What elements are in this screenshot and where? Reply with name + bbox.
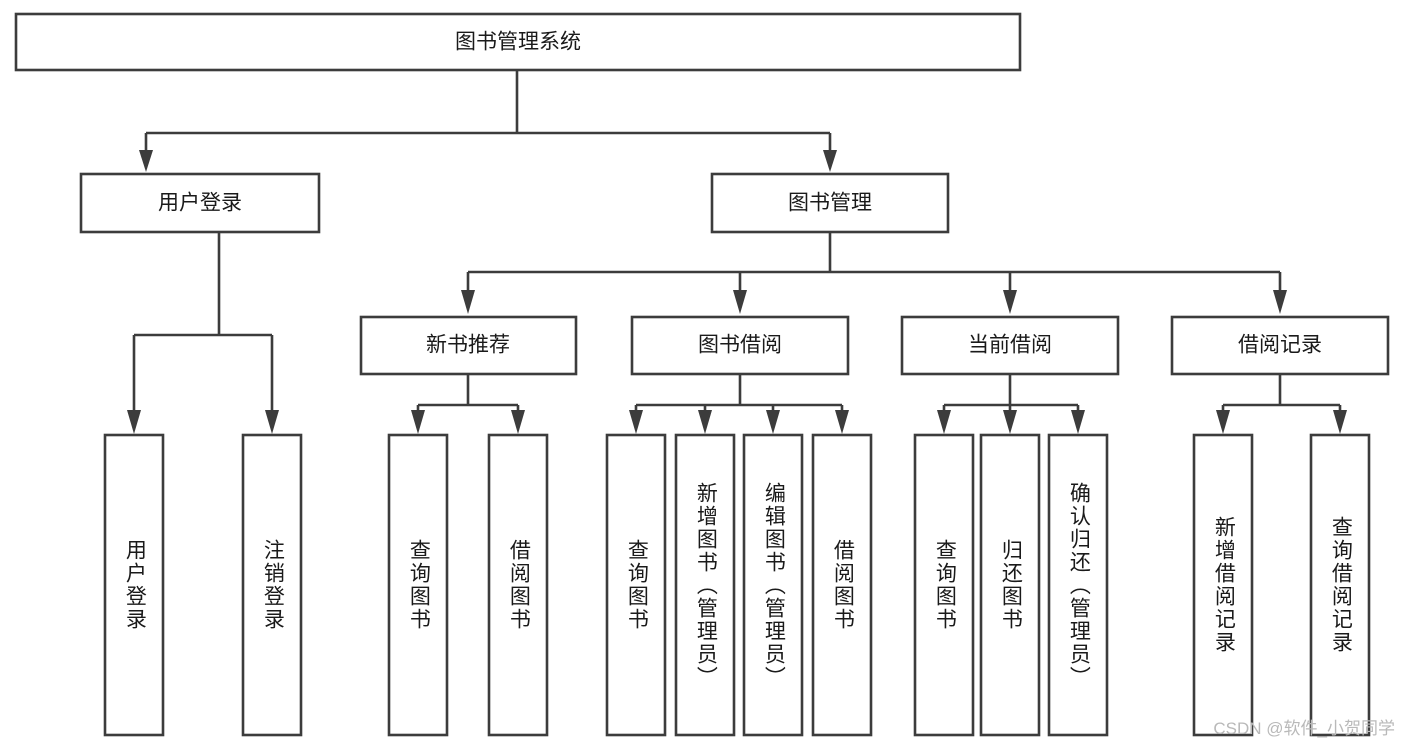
node-leaf-new-book-1[interactable] xyxy=(487,433,549,737)
arrowhead-level3-2 xyxy=(733,290,747,314)
arrowhead-userlogin-leaf-1 xyxy=(127,410,141,434)
node-leaf-user-login-0[interactable] xyxy=(103,433,165,737)
node-book-borrow[interactable] xyxy=(630,315,850,376)
node-root-label: 图书管理系统 xyxy=(455,31,581,54)
node-current-borrow-label: 当前借阅 xyxy=(968,334,1052,357)
node-leaf-user-login-1[interactable] xyxy=(241,433,303,737)
node-leaf-book-borrow-1[interactable] xyxy=(674,433,736,737)
arrowhead-user-login xyxy=(139,150,153,172)
node-new-book-recommend-label: 新书推荐 xyxy=(426,334,510,357)
node-book-manage[interactable] xyxy=(710,172,950,234)
node-book-borrow-label: 图书借阅 xyxy=(698,334,782,357)
arrowhead-borrow-leaf-1 xyxy=(629,410,643,434)
arrowhead-level3-4 xyxy=(1273,290,1287,314)
node-leaf-new-book-0[interactable] xyxy=(387,433,449,737)
arrowhead-newbook-leaf-1 xyxy=(411,410,425,434)
node-user-login[interactable] xyxy=(79,172,321,234)
arrowhead-current-leaf-2 xyxy=(1003,410,1017,434)
node-new-book-recommend[interactable] xyxy=(359,315,578,376)
node-leaf-current-borrow-1[interactable] xyxy=(979,433,1041,737)
arrowhead-borrow-leaf-3 xyxy=(766,410,780,434)
node-leaf-borrow-record-1[interactable] xyxy=(1309,433,1371,737)
node-borrow-record[interactable] xyxy=(1170,315,1390,376)
node-leaf-borrow-record-0[interactable] xyxy=(1192,433,1254,737)
csdn-watermark: CSDN @软件_小贺同学 xyxy=(1213,719,1395,738)
node-leaf-book-borrow-3[interactable] xyxy=(811,433,873,737)
node-leaf-book-borrow-2[interactable] xyxy=(742,433,804,737)
node-box-layer xyxy=(14,12,1390,737)
arrowhead-current-leaf-1 xyxy=(937,410,951,434)
node-leaf-current-borrow-0[interactable] xyxy=(913,433,975,737)
arrowhead-userlogin-leaf-2 xyxy=(265,410,279,434)
arrowhead-newbook-leaf-2 xyxy=(511,410,525,434)
arrowhead-level3-3 xyxy=(1003,290,1017,314)
arrowhead-record-leaf-2 xyxy=(1333,410,1347,434)
node-user-login-label: 用户登录 xyxy=(158,192,242,215)
arrowhead-borrow-leaf-4 xyxy=(835,410,849,434)
node-leaf-current-borrow-2[interactable] xyxy=(1047,433,1109,737)
node-current-borrow[interactable] xyxy=(900,315,1120,376)
arrowhead-level3-1 xyxy=(461,290,475,314)
node-root[interactable] xyxy=(14,12,1022,72)
arrowhead-record-leaf-1 xyxy=(1216,410,1230,434)
horizontal-label-layer: 图书管理系统 用户登录 图书管理 新书推荐 图书借阅 当前借阅 借阅记录 xyxy=(158,31,1322,357)
arrowhead-book-manage xyxy=(823,150,837,172)
arrowhead-current-leaf-3 xyxy=(1071,410,1085,434)
node-leaf-book-borrow-0[interactable] xyxy=(605,433,667,737)
arrowhead-borrow-leaf-2 xyxy=(698,410,712,434)
node-borrow-record-label: 借阅记录 xyxy=(1238,334,1322,357)
connector-layer xyxy=(127,70,1347,434)
node-book-manage-label: 图书管理 xyxy=(788,192,872,215)
